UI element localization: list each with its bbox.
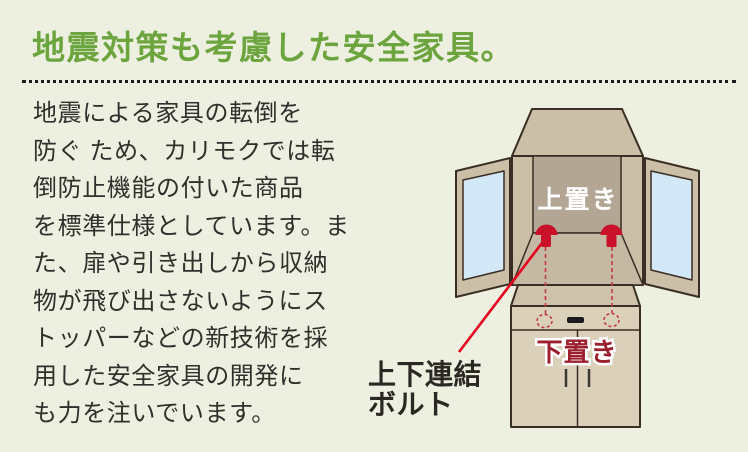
bolt-hole-circle-left — [536, 313, 553, 329]
upper-unit-label: 上置き — [537, 186, 618, 214]
page-title: 地震対策も考慮した安全家具。 — [32, 29, 515, 66]
upper-left-door-glass — [462, 170, 505, 281]
bolt-label: 上下連結 ボルト — [368, 359, 483, 420]
drawer-handle — [567, 317, 584, 323]
upper-cabinet-floor — [511, 232, 644, 286]
body-paragraph: 地震による家具の転倒を 防ぐ ため、カリモクでは転 倒防止機能の付いた商品 を標… — [33, 100, 350, 427]
bolt-pointer-line — [457, 238, 547, 353]
lower-unit-label: 下置き — [536, 337, 617, 367]
upper-right-door-glass — [650, 170, 693, 281]
connecting-bolt-right — [600, 224, 623, 247]
upper-cabinet-top-panel — [511, 108, 644, 157]
connecting-bolt-left — [535, 224, 558, 247]
dotted-separator — [22, 80, 736, 83]
bolt-hole-circle-right — [603, 312, 620, 328]
lower-cabinet-top — [510, 284, 641, 307]
lower-cabinet-front — [510, 305, 641, 428]
